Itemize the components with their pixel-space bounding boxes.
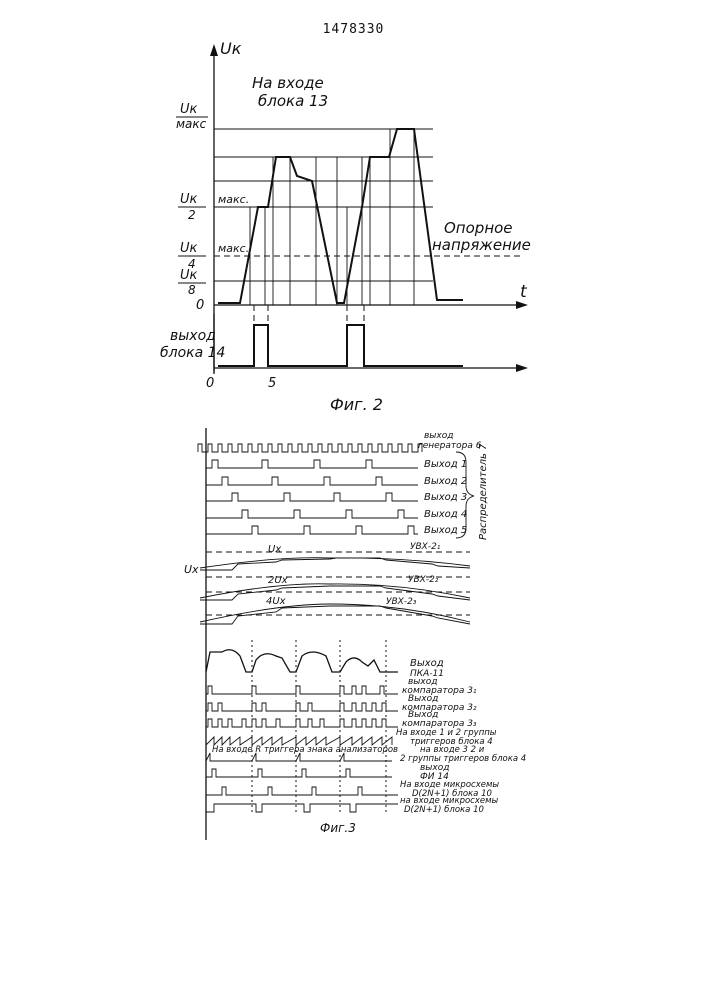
fig3-uvx2-label: УВХ-2₂	[408, 575, 439, 585]
fig3-distributor-output-4	[206, 510, 418, 518]
fig2-bottom-five: 5	[268, 376, 276, 391]
fig3-output-1-label: Выход 1	[424, 459, 467, 470]
fig2-yhalf-label-2: 2	[188, 208, 196, 222]
fig3-ux-curve	[200, 558, 470, 568]
fig3-4ux-label: 4Ux	[266, 596, 286, 607]
fig2-x-arrow-icon	[516, 301, 528, 309]
fig3-micro-input-2	[206, 804, 398, 812]
fig3-pka-label-1: Выход	[410, 658, 444, 669]
fig3-distributor-label: Распределитель 7	[478, 443, 489, 540]
fig3-sign-trigger-label: На входе R триггера знака анализаторов	[212, 745, 398, 755]
fig2-input-waveform	[218, 129, 463, 303]
fig3-4ux-curve	[200, 604, 470, 622]
fig2-output-dashes	[254, 305, 364, 325]
fig3-uvx3-label: УВХ-2₃	[386, 597, 417, 607]
fig2-reference-label-2: напряжение	[432, 236, 531, 254]
fig3-ux-curve-label: Ux	[268, 544, 281, 555]
fig3-output-2-label: Выход 2	[424, 476, 467, 487]
fig3-pka-output	[206, 650, 398, 672]
fig2-bottom-zero: 0	[206, 376, 214, 391]
fig3-distributor-output-5	[206, 526, 418, 534]
fig3-trigger-group-1	[206, 737, 392, 745]
fig3-generator-clock	[198, 444, 422, 452]
fig3-generator-label-1: выход	[424, 431, 453, 441]
fig3-uvx1-steps	[200, 558, 470, 570]
fig3-2ux-label: 2Ux	[268, 575, 288, 586]
fig3-generator-label-2: генератора 6	[418, 441, 482, 451]
fig2-y-arrow-icon	[210, 44, 218, 56]
fig2-yeighth-label-2: 8	[188, 283, 196, 297]
fig3-micro-2-label-2: D(2N+1) блока 10	[404, 805, 484, 815]
fig2-yhalf-suffix: макс.	[218, 193, 249, 206]
fig2-zero-label: 0	[196, 298, 204, 313]
fig2-yquarter-label-1: Uк	[180, 241, 198, 256]
fig2-out-arrow-icon	[516, 364, 528, 372]
fig2-yquarter-suffix: макс.	[218, 242, 249, 255]
fig3-comparator-3	[206, 719, 398, 727]
fig2-yeighth-label-1: Uк	[180, 268, 198, 283]
fig3-distributor-output-2	[206, 477, 418, 485]
fig3-distributor-output-3	[206, 493, 418, 501]
fig2-caption: Фиг. 2	[330, 395, 383, 414]
fig3-uvx2-steps	[200, 586, 470, 600]
fig2-ymax-label-1: Uк	[180, 102, 198, 117]
fig3-comparator-2	[206, 703, 398, 711]
fig2-output-pulses	[218, 325, 463, 366]
fig3-ux-side-label: Ux	[184, 563, 199, 576]
fig3-caption: Фиг.3	[320, 821, 356, 835]
fig3-output-4-label: Выход 4	[424, 509, 467, 520]
fig3-trigger-2-label-2: 2 группы триггеров блока 4	[400, 754, 526, 764]
fig3-uvx1-label: УВХ-2₁	[410, 542, 441, 552]
fig2-input-label-1: На входе	[252, 74, 324, 92]
fig2-yhalf-label-1: Uк	[180, 192, 198, 207]
fig2-reference-label-1: Опорное	[444, 219, 513, 237]
fig3-fi-output	[206, 769, 392, 777]
fig3-comparator-1	[206, 686, 398, 694]
fig2-output-label-2: блока 14	[160, 345, 225, 361]
fig2-x-axis-label: t	[520, 282, 528, 302]
fig3-distributor-output-1	[206, 460, 418, 468]
fig3-output-5-label: Выход 5	[424, 525, 467, 536]
fig2-output-label-1: выход	[170, 328, 216, 344]
fig2-ymax-label-2: макс	[176, 117, 207, 131]
fig2-input-label-2: блока 13	[258, 92, 328, 110]
fig3-micro-input-1	[206, 787, 398, 795]
fig2-y-axis-label: Uк	[220, 39, 242, 58]
fig3-output-3-label: Выход 3	[424, 492, 467, 503]
